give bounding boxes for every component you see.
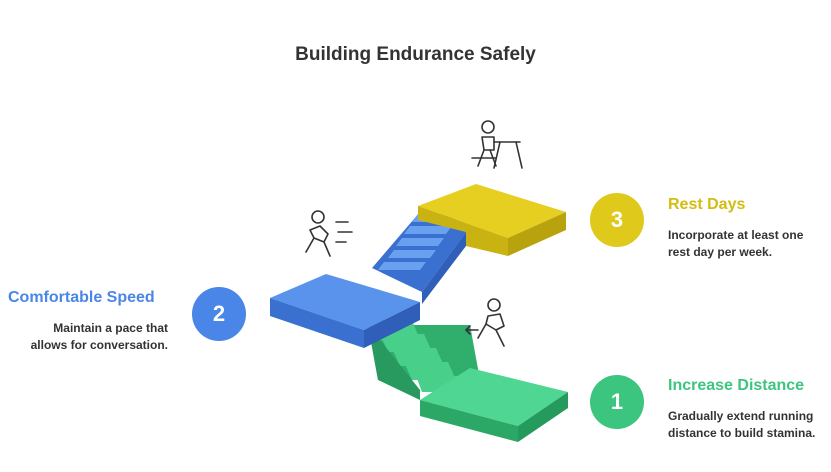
step-1-description-line-1: Gradually extend running (668, 409, 814, 423)
step-1-description-line-2: distance to build stamina. (668, 426, 816, 440)
platform-2 (270, 274, 420, 348)
stairs-lower (368, 320, 480, 400)
running-person-icon (465, 298, 505, 347)
step-2-description-line-1: Maintain a pace that (53, 321, 168, 335)
step-1-title: Increase Distance (668, 377, 805, 394)
step-3-title: Rest Days (668, 196, 746, 213)
step-2-title: Comfortable Speed (8, 289, 155, 306)
diagram-title: Building Endurance Safely (295, 44, 536, 65)
step-3-badge: 3 (590, 193, 644, 247)
step-3-description: Incorporate at least one rest day per we… (668, 227, 803, 261)
person-at-picnic-table-icon (471, 120, 523, 169)
step-2-badge: 2 (192, 287, 246, 341)
step-3-description-line-2: rest day per week. (668, 245, 773, 259)
platform-3 (418, 184, 566, 256)
platform-1 (420, 368, 568, 442)
step-1-badge: 1 (590, 375, 644, 429)
step-2-description-line-2: allows for conversation. (30, 338, 168, 352)
step-3-description-line-1: Incorporate at least one (668, 228, 804, 242)
jogging-person-icon (305, 210, 353, 257)
step-1-description: Gradually extend running distance to bui… (668, 408, 815, 442)
step-2-description: Maintain a pace that allows for conversa… (8, 320, 168, 354)
